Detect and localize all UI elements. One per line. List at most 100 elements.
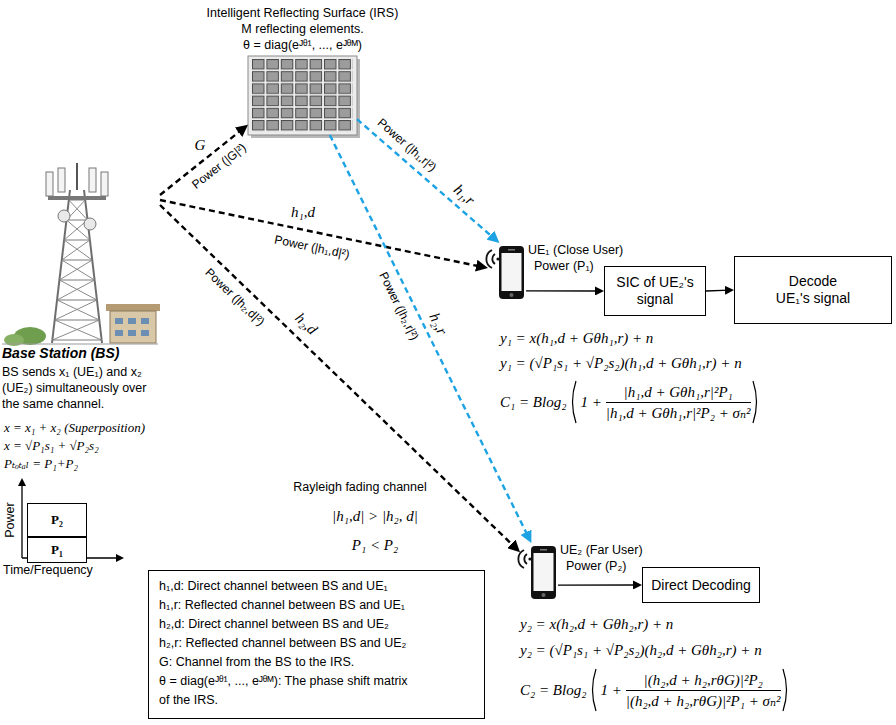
ground [2,344,158,345]
power-label: Power (|h₂,r|²) [376,270,421,343]
channel-label: h₂,d [291,309,320,338]
power-chart-axes [18,478,124,562]
definitions-box: h₁,d: Direct channel between BS and UE₁ h… [148,570,485,719]
fraction-bar [626,690,781,691]
wifi-symbol [518,550,527,568]
phone-button [542,593,546,597]
numerator: |h₁,d + Gθh₁,r|²P₁ [624,383,733,401]
connector [160,200,482,267]
equation: x = √P₁s₁ + √P₂s₂ [4,438,99,454]
process-box: SIC of UE₂'s signal [604,266,706,316]
axis-label: Power [3,502,17,537]
parenthesis [569,380,578,424]
definition-line: G: Channel from the BS to the IRS. [159,653,417,672]
antenna-panel [46,172,53,196]
parenthesis [589,668,598,712]
phone-screen [502,253,522,291]
equation: y₁ = x(h₁,d + Gθh₁,r) + n [500,330,653,347]
user-phone-node: UE₁ (Close User)Power (P₁) [488,243,526,300]
axis-arrow [116,554,124,562]
tower-space [2,160,160,345]
power-label: Power (|h₁,d|²) [273,232,351,261]
capacity-lhs: C₂ = Blog₂ [520,681,586,699]
building [110,311,156,343]
one-plus: 1 + [600,681,621,699]
parenthesis-stroke [783,669,787,711]
channel-label: h₁,d [291,204,315,221]
irs-panel-node: Intelligent Reflecting Surface (IRS)M re… [248,56,357,135]
channel-label: h₁,r [450,181,478,208]
phone-button [510,293,514,297]
irs-title-line: M reflecting elements. [163,21,443,37]
dish [84,218,96,230]
phone-body [531,546,556,599]
power-label: Power (|h₁,r|²) [374,116,439,175]
building-windows [115,318,149,336]
box-text: Decode UE₁'s signal [771,273,855,307]
parenthesis-stroke [753,381,757,423]
connector [357,119,495,239]
box-text: Direct Decoding [651,577,751,594]
irs-panel [248,56,360,138]
capacity-lhs: C₁ = Blog₂ [500,393,566,411]
equation: y₂ = (√P₁s₁ + √P₂s₂)(h₂,d + Gθh₂,r) + n [520,642,762,659]
process-box: Direct Decoding [642,567,760,603]
phone-body [499,246,524,299]
fraction: |(h₂,d + h₂,rθG)|²P₂ |(h₂,d + h₂,rθG)|²P₁… [626,671,781,710]
station-note: BS sends x₁ (UE₁) and x₂ (UE₂) simultane… [2,364,160,412]
process-box: Decode UE₁'s signal [734,256,892,324]
phone-icon [518,546,556,599]
user-title: UE₁ (Close User) [528,243,623,258]
equation: y₁ = (√P₁s₁ + √P₂s₂)(h₁,d + Gθh₁,r) + n [500,355,742,372]
power-bar: P₂ [27,503,87,537]
numerator: |(h₂,d + h₂,rθG)|²P₂ [644,671,763,689]
capacity-formula: C₂ = Blog₂1 +|(h₂,d + h₂,rθG)|²P₂|(h₂,d … [520,668,790,712]
phone-speaker [540,549,547,551]
power-label: Power (|h₂,d|²) [203,265,268,328]
axis-arrow [18,478,26,486]
equation: P₁ < P₂ [352,537,398,554]
tower-bars [52,200,101,340]
connector [330,135,529,538]
power-bar: P₁ [27,537,87,563]
fraction: |h₁,d + Gθh₁,r|²P₁ |h₁,d + Gθh₁,r|²P₂ + σ… [606,383,751,422]
denominator: |h₁,d + Gθh₁,r|²P₂ + σₙ² [606,404,751,422]
irs-shadow [251,59,360,138]
mast [76,163,78,190]
user-title: UE₂ (Far User) [560,543,643,558]
equation: Pₜₒₜₐₗ = P₁+P₂ [4,456,78,472]
denominator: |(h₂,d + h₂,rθG)|²P₁ + σₙ² [626,692,781,710]
antenna-panel [101,172,108,196]
fraction-bar [606,402,751,403]
equation: |h₁,d| > |h₂, d| [332,508,418,525]
station-title: Base Station (BS) [2,345,160,362]
phone-icon [486,246,524,299]
definition-line: h₂,r: Reflected channel between BS and U… [159,634,417,653]
irs-title-line: θ = diag(eᴶᶿ¹, ..., eᴶᶿᴹ) [163,37,443,53]
box-text: SIC of UE₂'s signal [610,274,700,308]
base-station-node: Base Station (BS) BS sends x₁ (UE₁) and x… [2,160,160,412]
parenthesis [781,668,790,712]
phone-screen [534,553,554,591]
box-text: P₁ [51,542,63,558]
irs-title-line: Intelligent Reflecting Surface (IRS) [163,5,443,21]
channel-label: G [195,137,206,154]
connector [160,205,516,548]
note: Rayleigh fading channel [293,480,426,494]
axis-label: Time/Frequency [3,563,93,577]
user-power: Power (P₂) [566,559,626,574]
irs-heading: Intelligent Reflecting Surface (IRS)M re… [163,5,443,53]
building-roof [106,304,160,311]
base-station-tower [2,163,160,346]
definition-line: θ = diag(eᴶᶿ¹, ..., eᴶᶿᴹ): The phase shi… [159,672,417,710]
connector [558,584,638,586]
phone-speaker [508,249,515,251]
equation: y₂ = x(h₂,d + Gθh₂,r) + n [520,616,673,633]
parenthesis-stroke [593,669,597,711]
user-phone-node: UE₂ (Far User)Power (P₂) [520,543,558,600]
one-plus: 1 + [580,393,601,411]
definition-line: h₁,d: Direct channel between BS and UE₁ [159,577,417,596]
equation: x = x₁ + x₂ (Superposition) [4,420,145,436]
